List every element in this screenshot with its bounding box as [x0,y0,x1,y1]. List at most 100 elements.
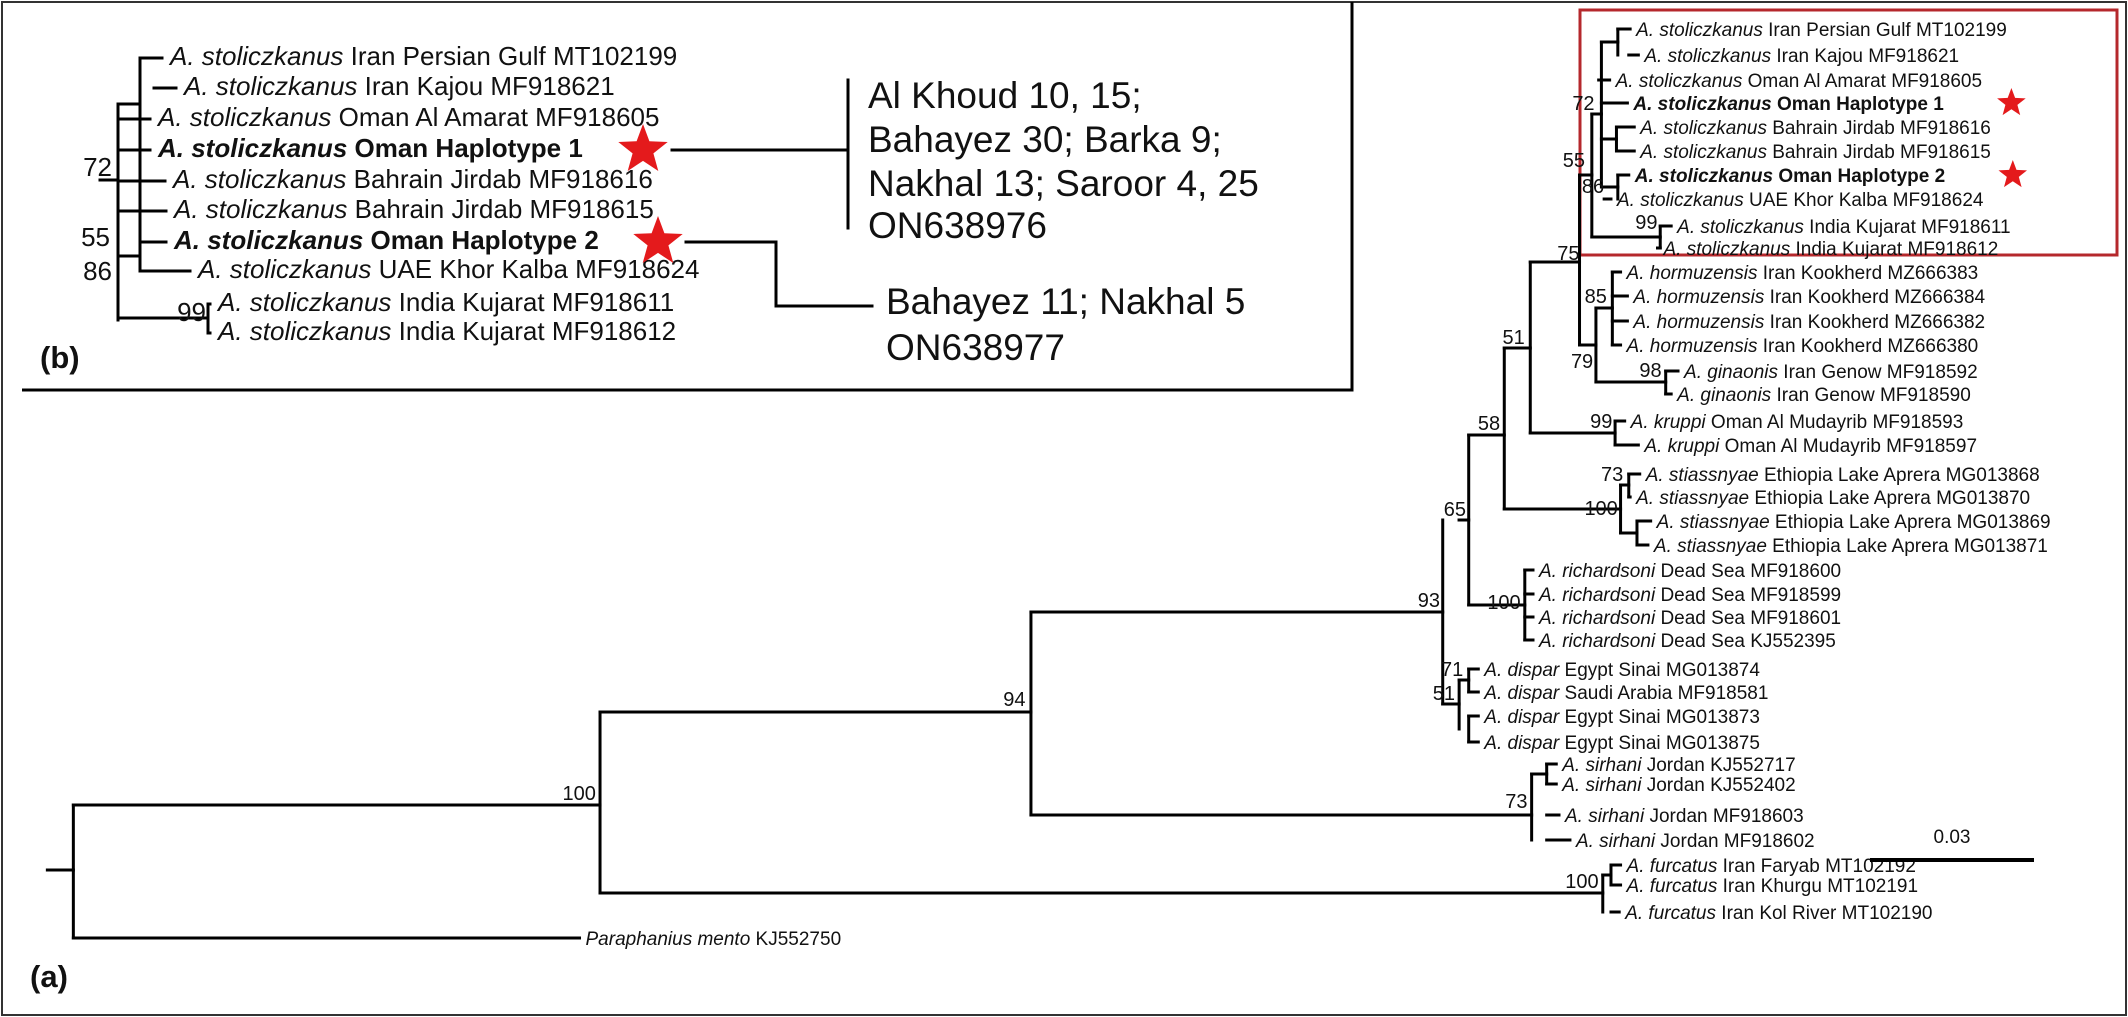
tip-label-25: A. richardsoni Dead Sea KJ552395 [1538,631,1836,652]
support-value-17: 51 [1433,683,1455,705]
tip-label-7: A. stoliczkanus UAE Khor Kalba MF918624 [196,254,699,284]
tip-locality-accession: India Kujarat MF918612 [391,316,676,346]
tip-locality-accession: Egypt Sinai MG013873 [1559,707,1760,728]
tip-label-29: A. dispar Egypt Sinai MG013875 [1483,733,1760,754]
tip-locality-accession: Iran Kajou MF918621 [1771,46,1959,67]
tip-locality-accession: Oman Al Mudayrib MF918597 [1719,436,1977,457]
tip-species: A. stoliczkanus [1662,239,1790,260]
support-value-21: 100 [563,783,596,805]
tip-label-20: A. stiassnyae Ethiopia Lake Aprera MG013… [1656,512,2051,533]
haplotype-1-accession: ON638976 [868,205,1047,246]
tip-label-14: A. ginaonis Iran Genow MF918592 [1683,362,1978,383]
tip-label-5: A. stoliczkanus Bahrain Jirdab MF918615 [1639,142,1991,163]
tip-species: A. stoliczkanus [1639,118,1767,139]
tip-species: A. richardsoni [1538,631,1656,652]
tip-label-30: A. sirhani Jordan KJ552717 [1561,755,1795,776]
tip-label-24: A. richardsoni Dead Sea MF918601 [1538,608,1841,629]
tip-species: A. hormuzensis [1626,336,1758,357]
panel-a-label: (a) [30,959,68,994]
tip-species: A. stoliczkanus [171,164,346,194]
support-value-16: 71 [1441,659,1463,681]
tip-species: A. hormuzensis [1632,312,1764,333]
tip-label-4: A. stoliczkanus Bahrain Jirdab MF918616 [171,164,653,194]
tip-locality-accession: Oman Haplotype 1 [347,133,583,163]
tip-locality-accession: Saudi Arabia MF918581 [1559,683,1768,704]
tip-locality-accession: Iran Khurgu MT102191 [1717,876,1918,897]
tip-locality-accession: UAE Khor Kalba MF918624 [1744,190,1984,211]
tip-locality-accession: Ethiopia Lake Aprera MG013870 [1749,488,2030,509]
tip-species: A. furcatus [1626,856,1718,877]
tip-species: A. stiassnyae [1645,465,1759,486]
tip-locality-accession: Ethiopia Lake Aprera MG013871 [1767,536,2048,557]
tip-species: A. richardsoni [1538,608,1656,629]
panel-b-tip-labels: A. stoliczkanus Iran Persian Gulf MT1021… [156,41,699,346]
haplotype-1-populations-line-3: Nakhal 13; Saroor 4, 25 [868,163,1259,204]
tip-species: A. stoliczkanus [1634,166,1773,187]
tip-locality-accession: India Kujarat MF918612 [1790,239,1998,260]
tip-locality-accession: Iran Kookherd MZ666383 [1758,263,1979,284]
tip-locality-accession: India Kujarat MF918611 [391,287,674,317]
panel-a-stars [1997,88,2027,188]
support-value-2: 86 [83,256,112,286]
tip-label-1: A. stoliczkanus Iran Kajou MF918621 [182,71,615,101]
tip-label-6: A. stoliczkanus Oman Haplotype 2 [173,225,599,255]
panel-b-inset: A. stoliczkanus Iran Persian Gulf MT1021… [22,2,1354,392]
tip-species: A. stoliczkanus [173,225,363,255]
support-value-18: 94 [1003,689,1025,711]
tip-locality-accession: Iran Kajou MF918621 [357,71,614,101]
support-value-20: 100 [1565,871,1598,893]
tip-species: A. stoliczkanus [1676,217,1804,238]
panel-a-tree-branches [45,27,1680,940]
tip-locality-accession: Dead Sea MF918599 [1655,585,1841,606]
support-value-11: 73 [1601,464,1623,486]
tip-locality-accession: Jordan KJ552717 [1641,755,1795,776]
tip-label-11: A. hormuzensis Iran Kookherd MZ666384 [1632,287,1985,308]
tip-species: A. ginaonis [1683,362,1779,383]
scale-bar-label: 0.03 [1934,827,1971,848]
tip-locality-accession: Ethiopia Lake Aprera MG013868 [1759,465,2040,486]
tip-locality-accession: Iran Kookherd MZ666384 [1764,287,1985,308]
tip-species: A. hormuzensis [1632,287,1764,308]
support-value-13: 65 [1444,499,1466,521]
tip-label-19: A. stiassnyae Ethiopia Lake Aprera MG013… [1635,488,2030,509]
support-value-3: 99 [177,297,206,327]
tip-locality-accession: Bahrain Jirdab MF918616 [346,164,652,194]
tip-label-6: A. stoliczkanus Oman Haplotype 2 [1634,166,1945,187]
tip-label-8: A. stoliczkanus India Kujarat MF918611 [1676,217,2010,238]
tip-species: A. stoliczkanus [1635,20,1763,41]
tip-label-28: A. dispar Egypt Sinai MG013873 [1483,707,1760,728]
tip-label-1: A. stoliczkanus Iran Kajou MF918621 [1643,46,1959,67]
support-value-7: 98 [1639,360,1661,382]
tip-label-17: A. kruppi Oman Al Mudayrib MF918597 [1643,436,1977,457]
tip-species: A. ginaonis [1676,385,1772,406]
tip-label-34: A. furcatus Iran Faryab MT102192 [1626,856,1916,877]
support-value-6: 79 [1571,351,1593,373]
tip-species: A. stoliczkanus [1643,46,1771,67]
tip-locality-accession: Iran Kol River MT102190 [1716,903,1933,924]
tip-locality-accession: Egypt Sinai MG013874 [1559,660,1760,681]
tip-species: A. stoliczkanus [156,102,331,132]
tip-locality-accession: Dead Sea MF918601 [1655,608,1841,629]
tip-locality-accession: Jordan MF918602 [1655,831,1815,852]
tip-species: A. richardsoni [1538,561,1656,582]
support-value-19: 73 [1505,791,1527,813]
tip-locality-accession: Oman Al Amarat MF918605 [331,102,659,132]
tip-label-4: A. stoliczkanus Bahrain Jirdab MF918616 [1639,118,1991,139]
tip-species: A. stoliczkanus [216,316,391,346]
support-value-10: 58 [1478,413,1500,435]
tip-species: A. stoliczkanus [216,287,391,317]
tip-locality-accession: Iran Faryab MT102192 [1717,856,1916,877]
tip-locality-accession: Iran Genow MF918592 [1778,362,1978,383]
tip-locality-accession: KJ552750 [750,929,841,950]
panel-a-tree: A. stoliczkanus Iran Persian Gulf MT1021… [30,8,2119,994]
panel-b-border [22,2,1354,392]
tip-label-22: A. richardsoni Dead Sea MF918600 [1538,561,1841,582]
tip-species: A. stoliczkanus [172,194,347,224]
tip-species: A. stoliczkanus [1632,94,1771,115]
tip-locality-accession: Egypt Sinai MG013875 [1559,733,1760,754]
tip-locality-accession: Ethiopia Lake Aprera MG013869 [1770,512,2051,533]
red-star-icon [1997,88,2026,116]
tip-species: A. hormuzensis [1626,263,1758,284]
tip-species: A. dispar [1483,707,1560,728]
